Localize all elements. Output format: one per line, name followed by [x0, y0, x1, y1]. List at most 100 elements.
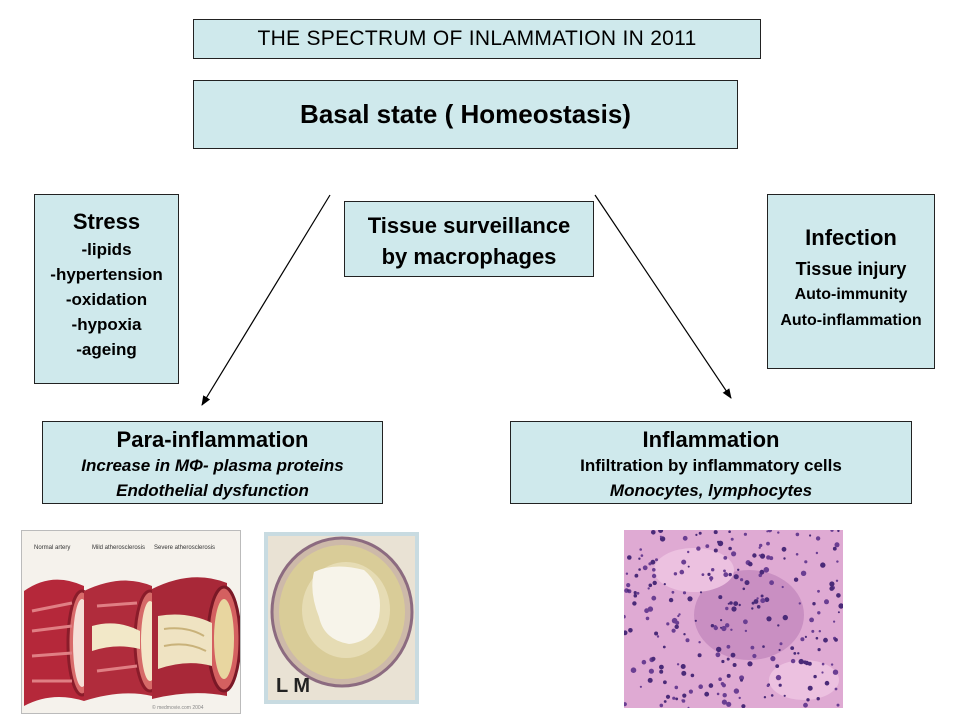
cell-nucleus [759, 543, 763, 548]
cell-nucleus [638, 568, 641, 571]
cell-nucleus [671, 617, 678, 624]
cell-nucleus [752, 553, 757, 558]
cell-nucleus [837, 530, 840, 533]
cell-nucleus [823, 637, 828, 643]
cell-nucleus [758, 554, 761, 557]
cell-nucleus [659, 669, 664, 674]
cell-nucleus [766, 541, 770, 546]
inflammation-line: Monocytes, lymphocytes [609, 481, 813, 500]
cell-nucleus [733, 574, 739, 580]
cell-nucleus [817, 648, 821, 652]
cell-nucleus [725, 606, 729, 611]
cell-nucleus [760, 594, 764, 598]
infection-item: Tissue injury [795, 259, 907, 279]
cell-nucleus [720, 626, 722, 629]
cell-nucleus [775, 674, 782, 681]
cell-nucleus [775, 664, 780, 668]
cell-nucleus [651, 530, 656, 535]
cell-nucleus [829, 586, 834, 591]
artery-illustration: Normal artery Mild atherosclerosis Sever… [21, 530, 241, 714]
cell-nucleus [696, 546, 701, 551]
cell-nucleus [756, 597, 759, 600]
cell-nucleus [675, 697, 679, 701]
cell-nucleus [718, 595, 723, 600]
cell-nucleus [739, 675, 745, 681]
cell-nucleus [687, 565, 690, 568]
arrow-to-para-inflammation [201, 194, 331, 406]
cell-nucleus [781, 546, 787, 552]
cell-nucleus [680, 664, 686, 669]
cell-nucleus [627, 589, 630, 592]
cell-nucleus [748, 561, 753, 567]
cell-nucleus [698, 684, 703, 689]
cell-nucleus [633, 593, 638, 598]
cell-nucleus [650, 559, 656, 565]
cell-nucleus [762, 645, 765, 648]
cell-nucleus [710, 624, 715, 628]
cell-nucleus [654, 631, 659, 636]
cell-nucleus [632, 601, 637, 606]
cell-nucleus [783, 557, 786, 560]
cell-nucleus [728, 572, 732, 577]
cell-nucleus [721, 699, 727, 705]
cell-nucleus [663, 583, 666, 586]
cell-nucleus [655, 558, 658, 562]
cell-nucleus [804, 660, 810, 666]
cell-nucleus [665, 694, 671, 699]
cell-nucleus [763, 567, 770, 573]
cell-nucleus [720, 619, 723, 622]
cell-nucleus [750, 645, 755, 650]
cell-nucleus [777, 624, 780, 627]
cell-nucleus [676, 663, 680, 666]
cell-nucleus [634, 573, 639, 578]
cell-nucleus [707, 572, 711, 576]
cell-nucleus [625, 572, 629, 575]
cell-nucleus [824, 599, 829, 605]
cell-nucleus [713, 530, 718, 535]
cell-nucleus [832, 669, 839, 675]
cell-nucleus [652, 580, 657, 586]
stress-box: Stress -lipids -hypertension -oxidation … [34, 194, 179, 384]
cell-nucleus [731, 551, 737, 557]
cell-nucleus [834, 687, 838, 691]
cell-nucleus [838, 603, 843, 609]
cell-nucleus [628, 628, 633, 633]
cell-nucleus [743, 619, 748, 625]
cell-nucleus [800, 637, 805, 642]
cell-nucleus [778, 683, 782, 687]
stress-item: -hypoxia [71, 315, 142, 334]
cell-nucleus [766, 616, 772, 622]
cell-nucleus [697, 653, 702, 658]
cell-nucleus [708, 683, 714, 688]
cell-nucleus [663, 700, 667, 703]
cell-nucleus [682, 535, 688, 541]
cell-nucleus [832, 546, 837, 551]
artery-label: Normal artery [34, 545, 70, 551]
cell-nucleus [795, 532, 800, 537]
cell-nucleus [751, 607, 754, 610]
cell-nucleus [766, 530, 769, 533]
cell-nucleus [728, 546, 732, 551]
cell-nucleus [639, 548, 642, 551]
para-inflammation-heading: Para-inflammation [116, 427, 309, 452]
cell-nucleus [716, 692, 720, 696]
cell-nucleus [695, 533, 698, 536]
cell-nucleus [715, 652, 721, 658]
micrograph-label: L M [276, 675, 310, 697]
cell-nucleus [770, 694, 774, 697]
cell-nucleus [641, 659, 647, 665]
cell-nucleus [737, 568, 740, 571]
cell-nucleus [645, 616, 650, 621]
cell-nucleus [673, 572, 678, 576]
cell-nucleus [698, 531, 702, 535]
cell-nucleus [725, 623, 730, 628]
para-inflammation-box: Para-inflammation Increase in MΦ- plasma… [42, 421, 383, 504]
cell-nucleus [624, 630, 628, 636]
cell-nucleus [812, 602, 816, 606]
cell-nucleus [835, 579, 839, 582]
cell-nucleus [636, 591, 640, 595]
histology-micrograph [624, 530, 843, 708]
cell-nucleus [759, 569, 765, 575]
cell-nucleus [738, 696, 741, 700]
cell-nucleus [804, 635, 807, 638]
